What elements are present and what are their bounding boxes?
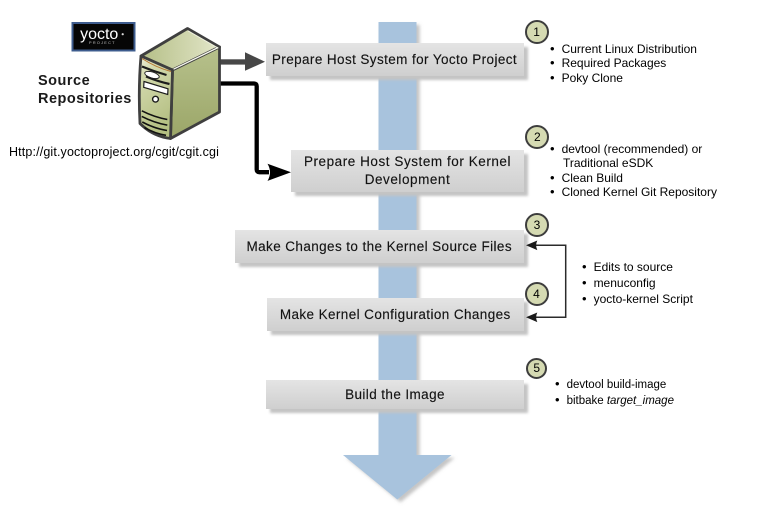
svg-text:PROJECT: PROJECT (89, 41, 116, 45)
svg-text:yocto: yocto (80, 26, 118, 43)
